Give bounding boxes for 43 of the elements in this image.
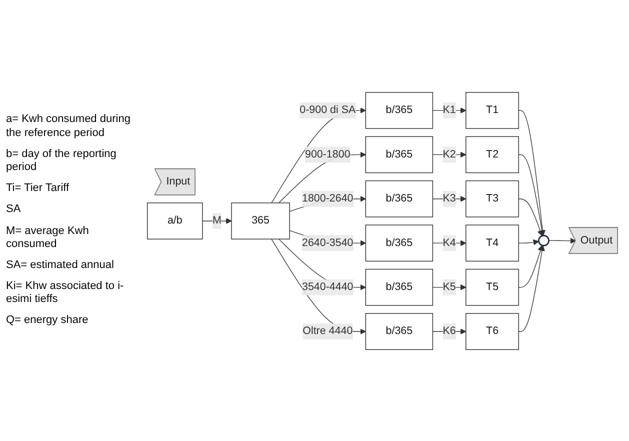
edge-label: Oltre 4440 <box>302 325 353 336</box>
arrow <box>518 244 544 288</box>
arrow <box>518 154 545 236</box>
note-text: SA= estimated annual <box>6 258 115 272</box>
note-text: Q= energy share <box>6 314 90 328</box>
node-box: b/365 <box>365 92 434 128</box>
node-box: b/365 <box>365 136 434 173</box>
node-box: T1 <box>466 92 519 128</box>
edge-label: K3 <box>442 192 456 204</box>
arrow <box>518 244 545 332</box>
arrow <box>518 238 540 245</box>
edge-label: K1 <box>442 104 456 116</box>
node-box: b/365 <box>365 312 434 350</box>
node-box: T4 <box>466 224 519 262</box>
edge-label: 2640-3540 <box>302 236 354 248</box>
edge-label: K5 <box>442 280 456 292</box>
edge-label: M <box>212 214 222 226</box>
note-text: a= Kwh consumed during the reference period <box>6 113 132 140</box>
node-box: T6 <box>466 312 519 350</box>
arrow <box>518 110 546 236</box>
node-box: b/365 <box>365 224 434 262</box>
arrow <box>548 237 576 244</box>
edge-label: K4 <box>442 236 456 248</box>
node-box: 365 <box>231 202 290 239</box>
note-text: Ti= Tier Tariff <box>6 182 70 196</box>
edge-label: K2 <box>442 148 456 160</box>
arrow <box>518 198 543 236</box>
node-box: T5 <box>466 268 519 306</box>
edge-label: 3540-4440 <box>302 280 354 292</box>
node-circle <box>538 234 550 246</box>
node-box: T3 <box>466 180 519 217</box>
edge-label: 900-1800 <box>304 148 350 160</box>
note-text: SA <box>6 203 22 216</box>
note-text: M= average Kwh consumed <box>6 224 90 251</box>
node-box: b/365 <box>365 180 434 217</box>
edge-label: K6 <box>442 325 456 336</box>
edge-label: 0-900 di SA <box>300 104 356 116</box>
node-box: T2 <box>466 136 519 173</box>
node-box: a/b <box>147 202 203 239</box>
note-text: Ki= Khw associated to i-esimi tieffs <box>6 280 125 306</box>
edge-label: 1800-2640 <box>302 192 354 204</box>
node-box: b/365 <box>365 268 434 306</box>
note-text: b= day of the reporting period <box>6 148 118 174</box>
